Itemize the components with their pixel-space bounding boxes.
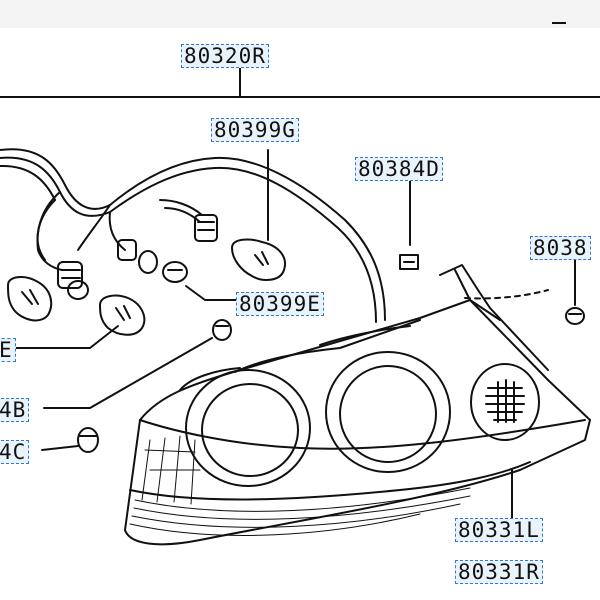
screw-8038 <box>565 307 585 325</box>
bulbs <box>7 238 286 336</box>
top-band <box>0 0 600 28</box>
mounting-bracket <box>439 264 549 371</box>
leader-4B <box>43 337 213 409</box>
part-label-80320R[interactable]: 80320R <box>181 44 269 68</box>
minus-icon[interactable] <box>552 22 566 24</box>
bulb-80399E <box>162 261 188 283</box>
headlamp-housing <box>124 264 591 546</box>
housing-outline <box>124 299 591 546</box>
socket-4 <box>57 261 83 289</box>
clip-4C <box>77 427 99 453</box>
bulb-left <box>7 276 53 322</box>
bulb-80399G <box>231 238 286 281</box>
leader-80399E <box>185 285 239 301</box>
reflector-center <box>325 351 451 473</box>
part-label-4B[interactable]: 4B <box>0 398 30 422</box>
part-label-80331R[interactable]: 80331R <box>455 560 543 584</box>
part-label-80384D[interactable]: 80384D <box>355 157 443 181</box>
bulb-center <box>99 294 146 336</box>
part-label-80399G[interactable]: 80399G <box>211 118 299 142</box>
part-label-80331L[interactable]: 80331L <box>455 518 543 542</box>
part-label-E[interactable]: E <box>0 338 16 362</box>
leader-4C <box>41 445 79 451</box>
part-label-80399E[interactable]: 80399E <box>236 292 324 316</box>
part-label-8038x[interactable]: 8038 <box>530 236 591 260</box>
lens-hatching <box>129 435 471 536</box>
socket-2 <box>117 239 137 261</box>
part-label-4C[interactable]: 4C <box>0 440 30 464</box>
turn-signal-lens <box>470 363 540 441</box>
wiring-harness <box>0 148 386 323</box>
socket-3 <box>138 250 158 274</box>
reflector-left <box>185 369 311 487</box>
socket-1 <box>194 214 218 242</box>
lens-upper-edge <box>139 419 586 450</box>
bulb-sockets <box>57 214 218 300</box>
leader-E <box>9 325 119 349</box>
lens-lower-edge <box>129 461 531 501</box>
screw-80384D-head <box>399 254 419 270</box>
clip-4B <box>212 319 232 341</box>
